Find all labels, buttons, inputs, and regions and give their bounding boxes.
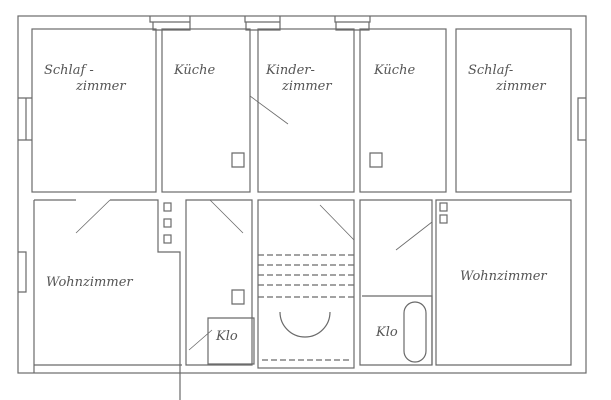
window-left-bottom xyxy=(18,251,27,293)
sink-icon xyxy=(231,289,245,305)
bathtub xyxy=(403,301,427,363)
stairwell xyxy=(257,199,355,369)
stair-landing-curve xyxy=(279,311,331,338)
label-kueche-left: Küche xyxy=(174,63,216,78)
room-klo-right xyxy=(362,295,433,365)
window-left-top xyxy=(18,97,32,141)
label-kinderzimmer: Kinder- xyxy=(266,63,315,78)
label-kueche-right: Küche xyxy=(374,63,416,78)
label-schlafzimmer-left-2: zimmer xyxy=(76,79,126,94)
label-kinderzimmer-2: zimmer xyxy=(282,79,332,94)
label-wohnzimmer-right: Wohnzimmer xyxy=(460,269,547,284)
chimneys xyxy=(163,202,448,244)
room-kueche-left xyxy=(161,28,251,193)
label-wohnzimmer-left: Wohnzimmer xyxy=(46,275,133,290)
room-left-hall xyxy=(185,199,253,366)
sink-icon xyxy=(231,152,245,168)
label-klo-left: Klo xyxy=(216,329,238,344)
label-schlafzimmer-left: Schlaf - xyxy=(44,63,94,78)
sink-icon xyxy=(369,152,383,168)
room-wohnzimmer-right xyxy=(435,199,572,366)
top-windows xyxy=(149,16,371,31)
stairs xyxy=(258,254,354,361)
room-klo-left xyxy=(207,317,255,365)
label-klo-right: Klo xyxy=(376,325,398,340)
room-schlafzimmer-left xyxy=(31,28,157,193)
window-right-top xyxy=(577,97,586,141)
door-swings xyxy=(75,95,433,351)
room-right-hall xyxy=(359,199,433,366)
label-schlafzimmer-right-2: zimmer xyxy=(496,79,546,94)
room-kueche-right xyxy=(359,28,447,193)
outer-wall xyxy=(17,15,587,374)
label-schlafzimmer-right: Schlaf- xyxy=(468,63,514,78)
room-schlafzimmer-right xyxy=(455,28,572,193)
room-kinderzimmer xyxy=(257,28,355,193)
room-wohnzimmer-left xyxy=(33,199,182,400)
